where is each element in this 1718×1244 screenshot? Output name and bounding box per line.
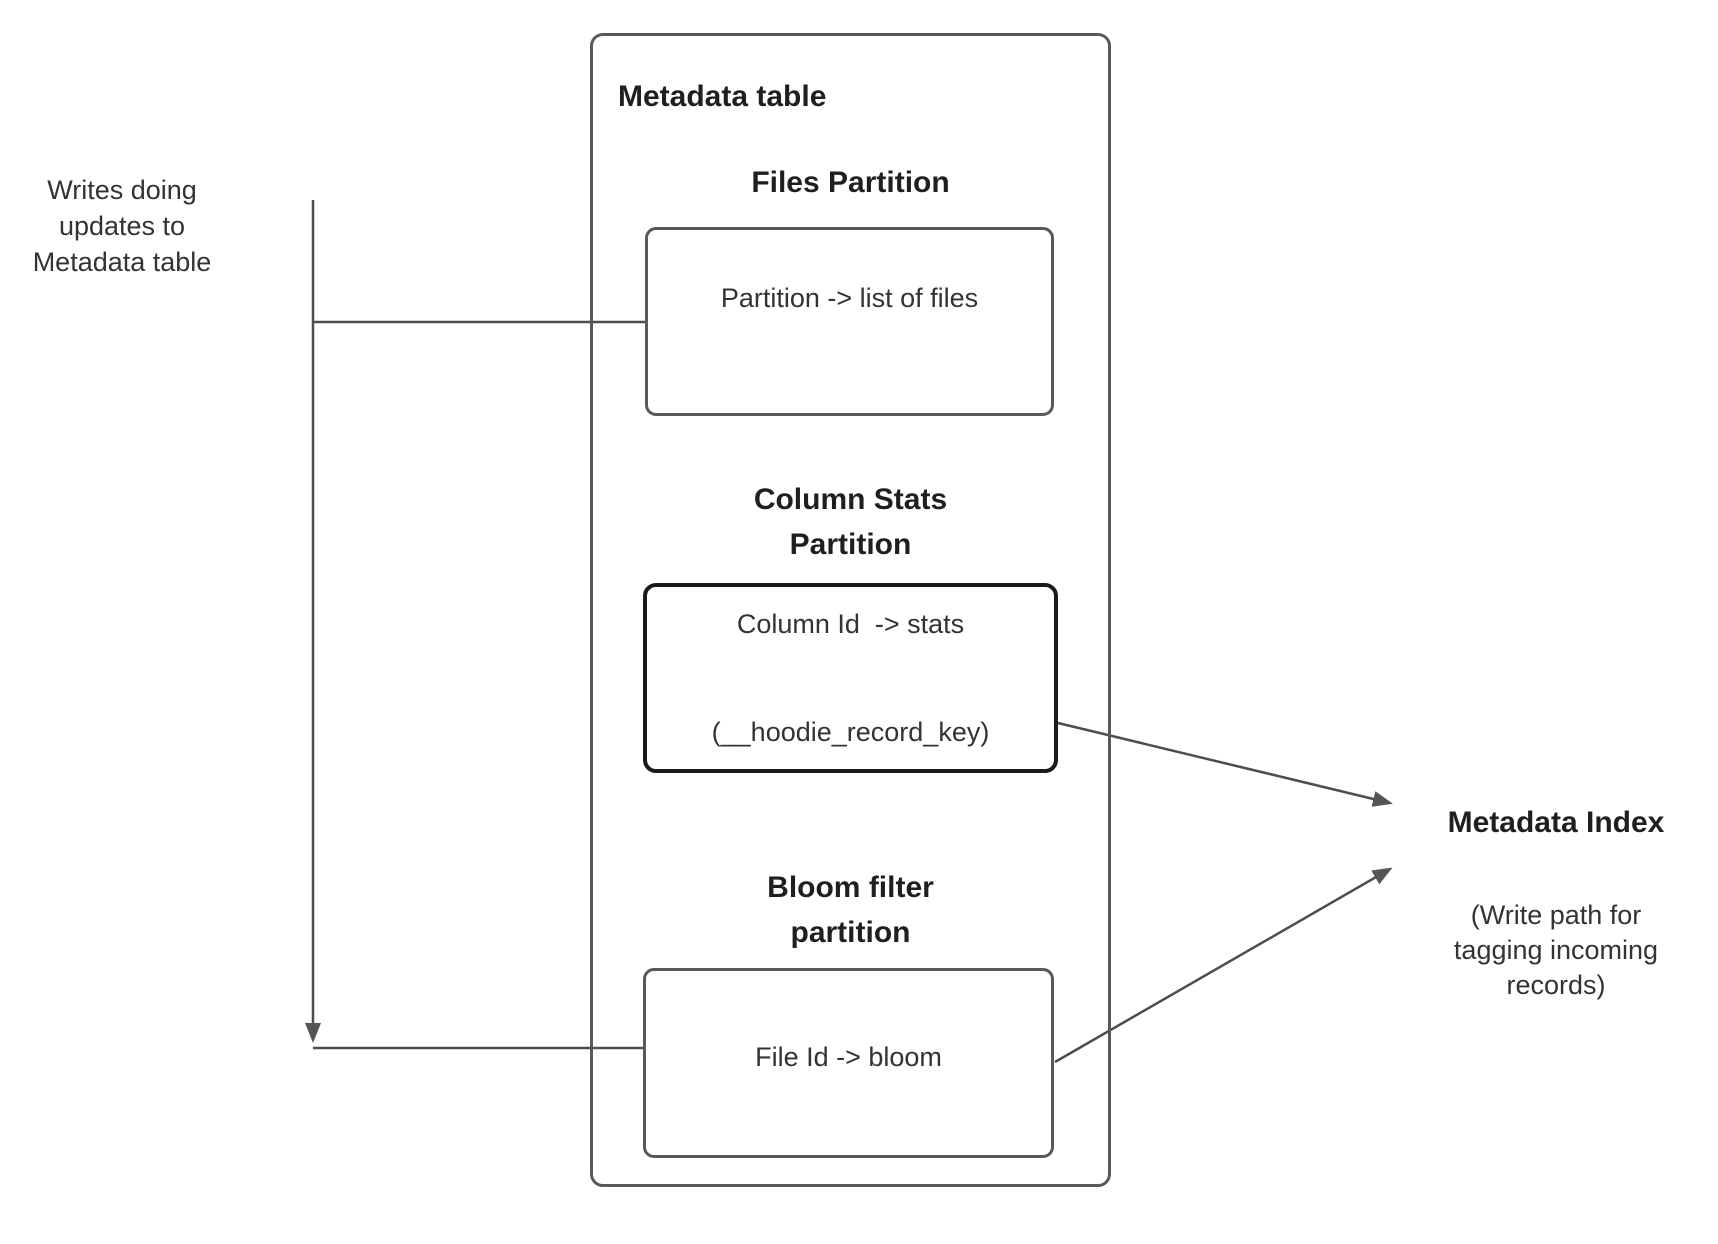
bloom-filter-heading-line: partition bbox=[790, 916, 911, 949]
bloom-filter-mapping: File Id -> bloom bbox=[755, 1042, 942, 1072]
metadata-index-subtitle: (Write path for tagging incoming records… bbox=[1396, 898, 1716, 1003]
arrow-stats-to-index bbox=[1057, 721, 1393, 807]
bloom-filter-heading-line: Bloom filter bbox=[767, 871, 934, 904]
metadata-index-subtitle-line: records) bbox=[1506, 970, 1606, 1000]
writes-note-line: Writes doing bbox=[47, 175, 197, 205]
column-stats-partition-box: Column Id -> stats (__hoodie_record_key) bbox=[643, 583, 1058, 773]
column-stats-partition-heading: Column Stats Partition bbox=[590, 477, 1111, 567]
column-stats-heading-line: Column Stats bbox=[753, 483, 948, 516]
files-partition-mapping: Partition -> list of files bbox=[720, 282, 979, 313]
metadata-index-title: Metadata Index bbox=[1447, 806, 1665, 839]
files-partition-heading: Files Partition bbox=[751, 166, 950, 199]
files-partition-box: Partition -> list of files bbox=[645, 227, 1054, 416]
writes-note-line: Metadata table bbox=[32, 247, 212, 277]
column-stats-mapping-line: Column Id -> stats bbox=[736, 609, 965, 639]
bloom-filter-partition-heading: Bloom filter partition bbox=[590, 865, 1111, 955]
writes-note: Writes doing updates to Metadata table bbox=[12, 172, 232, 280]
metadata-table-title: Metadata table bbox=[618, 80, 827, 113]
writes-note-line: updates to bbox=[58, 211, 186, 241]
metadata-table-container bbox=[590, 33, 1111, 1187]
column-stats-mapping-line: (__hoodie_record_key) bbox=[711, 717, 990, 747]
bloom-filter-partition-box: File Id -> bloom bbox=[643, 968, 1054, 1158]
column-stats-heading-line: Partition bbox=[789, 528, 912, 561]
metadata-index-subtitle-line: tagging incoming bbox=[1453, 935, 1659, 965]
metadata-index-subtitle-line: (Write path for bbox=[1470, 900, 1642, 930]
